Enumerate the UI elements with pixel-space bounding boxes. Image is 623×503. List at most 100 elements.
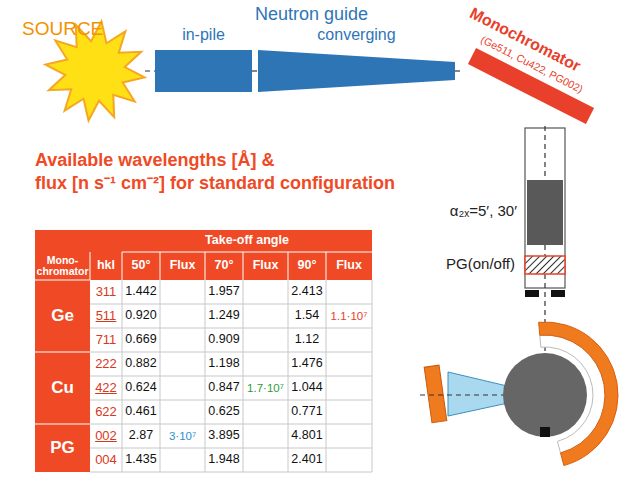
table-rule xyxy=(90,424,372,425)
hkl-index: 511 xyxy=(90,304,122,328)
slit-jaw xyxy=(525,290,539,297)
section-title: Neutron guide xyxy=(255,4,368,25)
sample-table xyxy=(503,353,587,437)
wavelength-value: 1.948 xyxy=(205,448,243,472)
table-rule xyxy=(205,252,206,280)
monochromator-name: PG xyxy=(35,424,90,472)
table-side-band xyxy=(35,280,90,472)
table-rule xyxy=(90,252,91,280)
monochromator-name: Ge xyxy=(35,280,90,352)
table-header: 90° xyxy=(288,252,326,280)
hkl-index: 711 xyxy=(90,328,122,352)
table-rule xyxy=(122,280,123,472)
table-header: Flux xyxy=(243,252,288,280)
table-rule xyxy=(243,280,244,472)
hkl-index: 002 xyxy=(90,424,122,448)
node-label: in-pile xyxy=(155,26,252,44)
table-rule xyxy=(90,376,372,377)
table-header: hkl xyxy=(90,252,122,280)
wavelength-value: 0.882 xyxy=(122,352,160,376)
table-rule xyxy=(243,252,244,280)
wavelength-value: 2.413 xyxy=(288,280,326,304)
wavelength-value: 1.476 xyxy=(288,352,326,376)
wavelength-value: 1.957 xyxy=(205,280,243,304)
beam-path xyxy=(544,245,545,256)
node-label: α₂ₓ=5′, 30′ xyxy=(450,202,517,219)
flux-value: 3·10⁷ xyxy=(160,424,205,448)
table-rule xyxy=(160,252,161,280)
table-rule xyxy=(122,252,372,253)
table-rule xyxy=(90,472,372,473)
table-rule xyxy=(122,252,123,280)
wavelength-value: 2.87 xyxy=(122,424,160,448)
node-label: converging xyxy=(258,26,455,44)
table-rule xyxy=(288,252,289,280)
table-header: Mono- chromator xyxy=(35,252,90,280)
table-rule xyxy=(90,400,372,401)
hkl-index: 622 xyxy=(90,400,122,424)
wavelength-value: 0.771 xyxy=(288,400,326,424)
table-heading: flux [n s⁻¹ cm⁻²] for standard configura… xyxy=(35,173,395,194)
beam-path xyxy=(145,70,155,71)
table-rule xyxy=(326,252,327,280)
table-rule xyxy=(90,304,372,305)
table-rule xyxy=(90,448,372,449)
wavelength-value: 1.442 xyxy=(122,280,160,304)
wavelength-value: 0.669 xyxy=(122,328,160,352)
beam-path xyxy=(455,70,462,71)
hkl-index: 222 xyxy=(90,352,122,376)
wavelength-value: 3.895 xyxy=(205,424,243,448)
sample-and-detectors xyxy=(420,322,618,466)
table-rule xyxy=(326,280,327,472)
table-heading: Available wavelengths [Å] & xyxy=(35,150,274,171)
collimator-block: α₂ₓ=5′, 30′ xyxy=(527,180,563,245)
in-pile-guide-shape xyxy=(155,50,252,92)
wavelength-value: 1.54 xyxy=(288,304,326,328)
table-header-band xyxy=(35,230,372,280)
wavelength-value: 0.909 xyxy=(205,328,243,352)
slit-jaw xyxy=(551,290,565,297)
wavelength-value: 1.198 xyxy=(205,352,243,376)
in-pile-guide: in-pile xyxy=(155,50,252,92)
table-rule xyxy=(35,352,90,353)
table-rule xyxy=(205,280,206,472)
wavelength-value: 0.624 xyxy=(122,376,160,400)
sample-holder xyxy=(540,427,550,437)
node-label: PG(on/off) xyxy=(446,255,515,272)
flux-value: 1.7·10⁷ xyxy=(243,376,288,400)
wavelength-value: 1.249 xyxy=(205,304,243,328)
pg-filter-shape xyxy=(525,256,565,274)
beam-path xyxy=(252,70,258,71)
converging-guide-shape xyxy=(258,50,455,92)
hkl-index: 422 xyxy=(90,376,122,400)
table-header: 50° xyxy=(122,252,160,280)
hatched-filter xyxy=(525,256,565,274)
wavelength-value: 1.044 xyxy=(288,376,326,400)
monochromator-name: Cu xyxy=(35,352,90,424)
wavelength-value: 1.12 xyxy=(288,328,326,352)
wavelength-value: 0.625 xyxy=(205,400,243,424)
source-starburst: SOURCE xyxy=(45,21,145,121)
table-rule xyxy=(160,280,161,472)
wavelength-value: 0.920 xyxy=(122,304,160,328)
wavelength-value: 2.401 xyxy=(288,448,326,472)
hkl-index: 004 xyxy=(90,448,122,472)
table-rule xyxy=(90,328,372,329)
hkl-index: 311 xyxy=(90,280,122,304)
table-header: Take-off angle xyxy=(122,230,372,252)
wavelength-value: 1.435 xyxy=(122,448,160,472)
collimator-block-shape xyxy=(527,180,563,245)
table-rule xyxy=(90,352,372,353)
table-rule xyxy=(288,280,289,472)
node-label: SOURCE xyxy=(22,18,103,40)
wavelength-value: 0.847 xyxy=(205,376,243,400)
wavelength-value: 4.801 xyxy=(288,424,326,448)
monochromator-crystal: Monochromator(Ge511, Cu422, PG002) xyxy=(462,36,600,126)
table-rule xyxy=(372,280,373,472)
table-rule xyxy=(35,424,90,425)
flux-value: 1.1·10⁷ xyxy=(326,304,372,328)
guide-trapezoid xyxy=(258,50,455,92)
converging-guide: converging xyxy=(258,50,455,92)
table-grid xyxy=(35,230,372,472)
